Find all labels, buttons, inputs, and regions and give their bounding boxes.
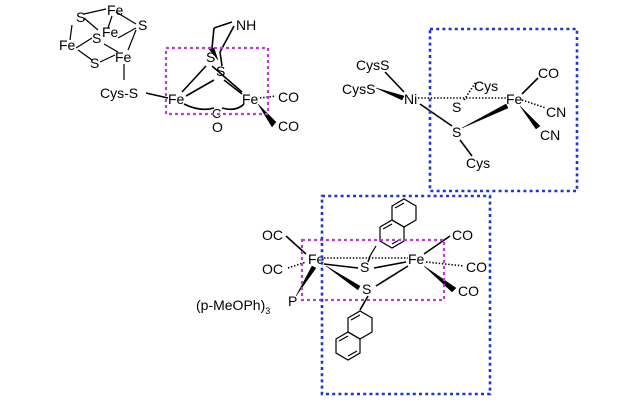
model-fe-left: Fe	[308, 251, 325, 267]
h-cluster-co-2: CO	[278, 118, 299, 134]
cubane-fe-center: Fe	[102, 24, 119, 40]
model-2fe2s-highlight-box	[300, 238, 446, 302]
nife-fe-label: Fe	[506, 91, 523, 107]
cubane-s-center: S	[92, 30, 101, 46]
model-oc-lower: OC	[262, 261, 283, 277]
cubane-s-top-left: S	[76, 9, 85, 25]
cubane-fe-top: Fe	[107, 2, 124, 18]
h-cluster-fe-proximal: Fe	[168, 91, 185, 107]
nife-s-lower: S	[452, 124, 461, 140]
model-s-upper: S	[360, 259, 369, 275]
nife-cys-top: Cys	[474, 78, 498, 94]
h-cluster-2fe-highlight-box	[164, 46, 270, 116]
nife-co-label: CO	[538, 65, 559, 81]
nife-cyss-lower: CysS	[342, 81, 375, 97]
nife-ni-label: Ni	[404, 91, 417, 107]
cubane-s-bottom: S	[90, 55, 99, 71]
nife-cys-bottom: Cys	[466, 155, 490, 171]
h-cluster-co-1: CO	[278, 89, 299, 105]
phosphine-prefix: (p-MeOPh)3	[196, 297, 270, 316]
upper-naphthyl-ring	[369, 198, 417, 257]
model-fe-right: Fe	[408, 251, 425, 267]
model-complex-highlight-box	[320, 194, 492, 396]
cubane-s-top-right: S	[138, 17, 147, 33]
nife-cyss-upper: CysS	[356, 57, 389, 73]
bridging-c-label: C	[212, 106, 221, 121]
h-cluster-structure: S Fe S S Fe Fe S Fe Cys-S Fe Fe S S NH C…	[59, 2, 299, 135]
model-co-lower: CO	[458, 283, 479, 299]
phosphine-p-label: P	[288, 293, 297, 309]
bridging-o-label: O	[212, 119, 223, 135]
adt-nh-label: NH	[236, 17, 256, 33]
h-cluster-s-left: S	[206, 49, 215, 65]
h-cluster-fe-distal: Fe	[242, 91, 259, 107]
nife-cn-lower: CN	[540, 127, 560, 143]
cys-s-linker-label: Cys-S	[100, 85, 138, 101]
model-s-lower: S	[362, 281, 371, 297]
h-cluster-s-right: S	[216, 63, 225, 79]
nife-s-upper: S	[452, 99, 461, 115]
nife-site-structure: CysS CysS Ni Fe S Cys S Cys CO CN CN	[342, 57, 566, 171]
lower-naphthyl-ring	[335, 310, 373, 361]
fe4s4-cubane-bonds	[69, 8, 137, 80]
nife-cn-upper: CN	[546, 104, 566, 120]
model-complex-structure: OC OC Fe Fe S S CO CO CO (p-MeOPh)3 P	[196, 198, 487, 361]
model-co-upper: CO	[452, 227, 473, 243]
cubane-fe-right: Fe	[115, 49, 132, 65]
cubane-fe-left: Fe	[59, 37, 76, 53]
model-co-middle: CO	[466, 259, 487, 275]
model-oc-upper: OC	[262, 227, 283, 243]
